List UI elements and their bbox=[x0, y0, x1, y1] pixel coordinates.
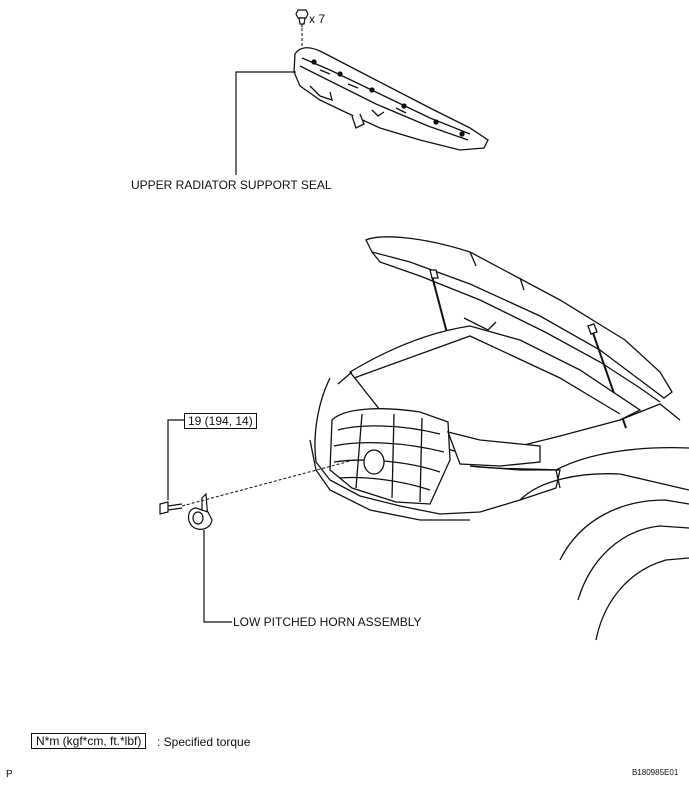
horn-torque-callout: 19 (194, 14) bbox=[184, 413, 257, 429]
page-mark: P bbox=[6, 769, 13, 780]
clip-icon bbox=[295, 9, 309, 27]
horn-bolt-icon bbox=[159, 501, 183, 515]
torque-unit-legend: N*m (kgf*cm, ft.*lbf) bbox=[31, 733, 147, 749]
horn-icon bbox=[187, 492, 213, 530]
figure-id: B180985E01 bbox=[632, 768, 679, 777]
torque-leader-line bbox=[167, 419, 184, 500]
low-pitched-horn-label: LOW PITCHED HORN ASSEMBLY bbox=[233, 615, 422, 629]
upper-radiator-support-seal-label: UPPER RADIATOR SUPPORT SEAL bbox=[131, 178, 332, 192]
torque-legend-description: : Specified torque bbox=[157, 735, 251, 749]
clip-quantity: x 7 bbox=[309, 12, 326, 26]
seal-leader-line bbox=[235, 71, 296, 175]
horn-label-leader-line bbox=[203, 530, 232, 623]
upper-radiator-support-seal bbox=[293, 47, 489, 151]
vehicle-front-end bbox=[309, 236, 689, 641]
horn-leader-line bbox=[181, 459, 355, 507]
